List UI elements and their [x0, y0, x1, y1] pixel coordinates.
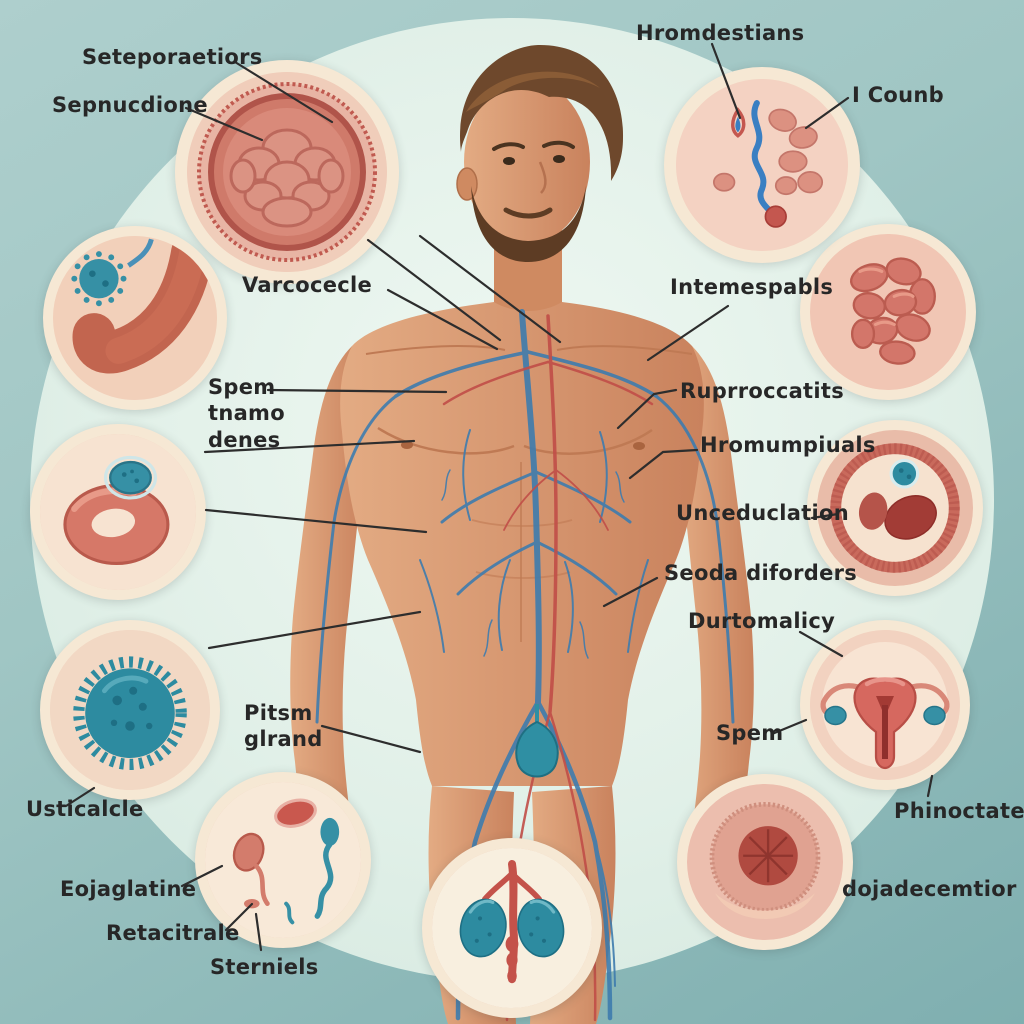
beard	[471, 186, 586, 262]
tubes-blobs-art	[676, 79, 848, 251]
testes-vessel-inset	[422, 838, 602, 1018]
nose	[538, 161, 547, 194]
torus-cell-inset	[30, 424, 206, 600]
testes-vessel-art	[432, 848, 592, 1008]
intestine-coils-inset	[800, 224, 976, 400]
label-eojaglatine: Eojaglatine	[60, 877, 197, 901]
label-pitsm-glrand: Pitsm glrand	[244, 701, 323, 752]
label-unceduclation: Unceduclation	[676, 501, 850, 525]
mustache	[503, 207, 553, 219]
label-seteporaetiors: Seteporaetiors	[82, 45, 263, 69]
label-phinoctate: Phinoctate	[894, 799, 1024, 823]
label-sepnucdione: Sepnucdione	[52, 93, 208, 117]
sperm-cells-inset	[195, 772, 371, 948]
label-hromumpiuals: Hromumpiuals	[700, 433, 876, 457]
stomach-virus-art	[53, 236, 217, 400]
teal-virus-art	[50, 630, 210, 790]
uterus-art	[810, 630, 960, 780]
stomach-virus-inset	[43, 226, 227, 410]
right-eyebrow	[542, 140, 575, 149]
vessel-cross-section-inset	[807, 420, 983, 596]
label-sterniels: Sterniels	[210, 955, 319, 979]
sperm-cells-art	[205, 782, 361, 938]
label-ruprroccatits: Ruprroccatits	[680, 379, 845, 403]
head	[456, 44, 624, 262]
left-eyebrow	[492, 142, 525, 151]
uterus-inset	[800, 620, 970, 790]
label-hromdestians: Hromdestians	[636, 21, 805, 45]
bladder-organ	[515, 704, 559, 778]
label-spem: Spem	[716, 721, 784, 745]
label-intemespabls: Intemespabls	[670, 275, 834, 299]
label-usticalcle: Usticalcle	[26, 797, 144, 821]
right-nipple	[633, 442, 645, 450]
label-dojadecemtior: dojadecemtior	[842, 877, 1017, 901]
label-seoda-diforders: Seoda diforders	[664, 561, 858, 585]
label-varcocecle: Varcocecle	[242, 273, 373, 297]
organ-cross-section-inset	[677, 774, 853, 950]
label-spem-tnamo-denes: Spem tnamo denes	[208, 375, 285, 452]
teal-virus-inset	[40, 620, 220, 800]
label-i-counb: I Counb	[852, 83, 944, 107]
hair-highlight	[466, 71, 600, 112]
intestine-coils-art	[810, 234, 966, 390]
vessel-cross-section-art	[817, 430, 973, 586]
right-eye	[553, 155, 565, 163]
label-durtomalicy: Durtomalicy	[688, 609, 836, 633]
left-nipple	[401, 441, 413, 449]
label-retacitrale: Retacitrale	[106, 921, 240, 945]
organ-cross-section-art	[687, 784, 843, 940]
chest-contours	[365, 345, 693, 642]
torus-cell-art	[40, 434, 196, 590]
left-eye	[503, 157, 515, 165]
